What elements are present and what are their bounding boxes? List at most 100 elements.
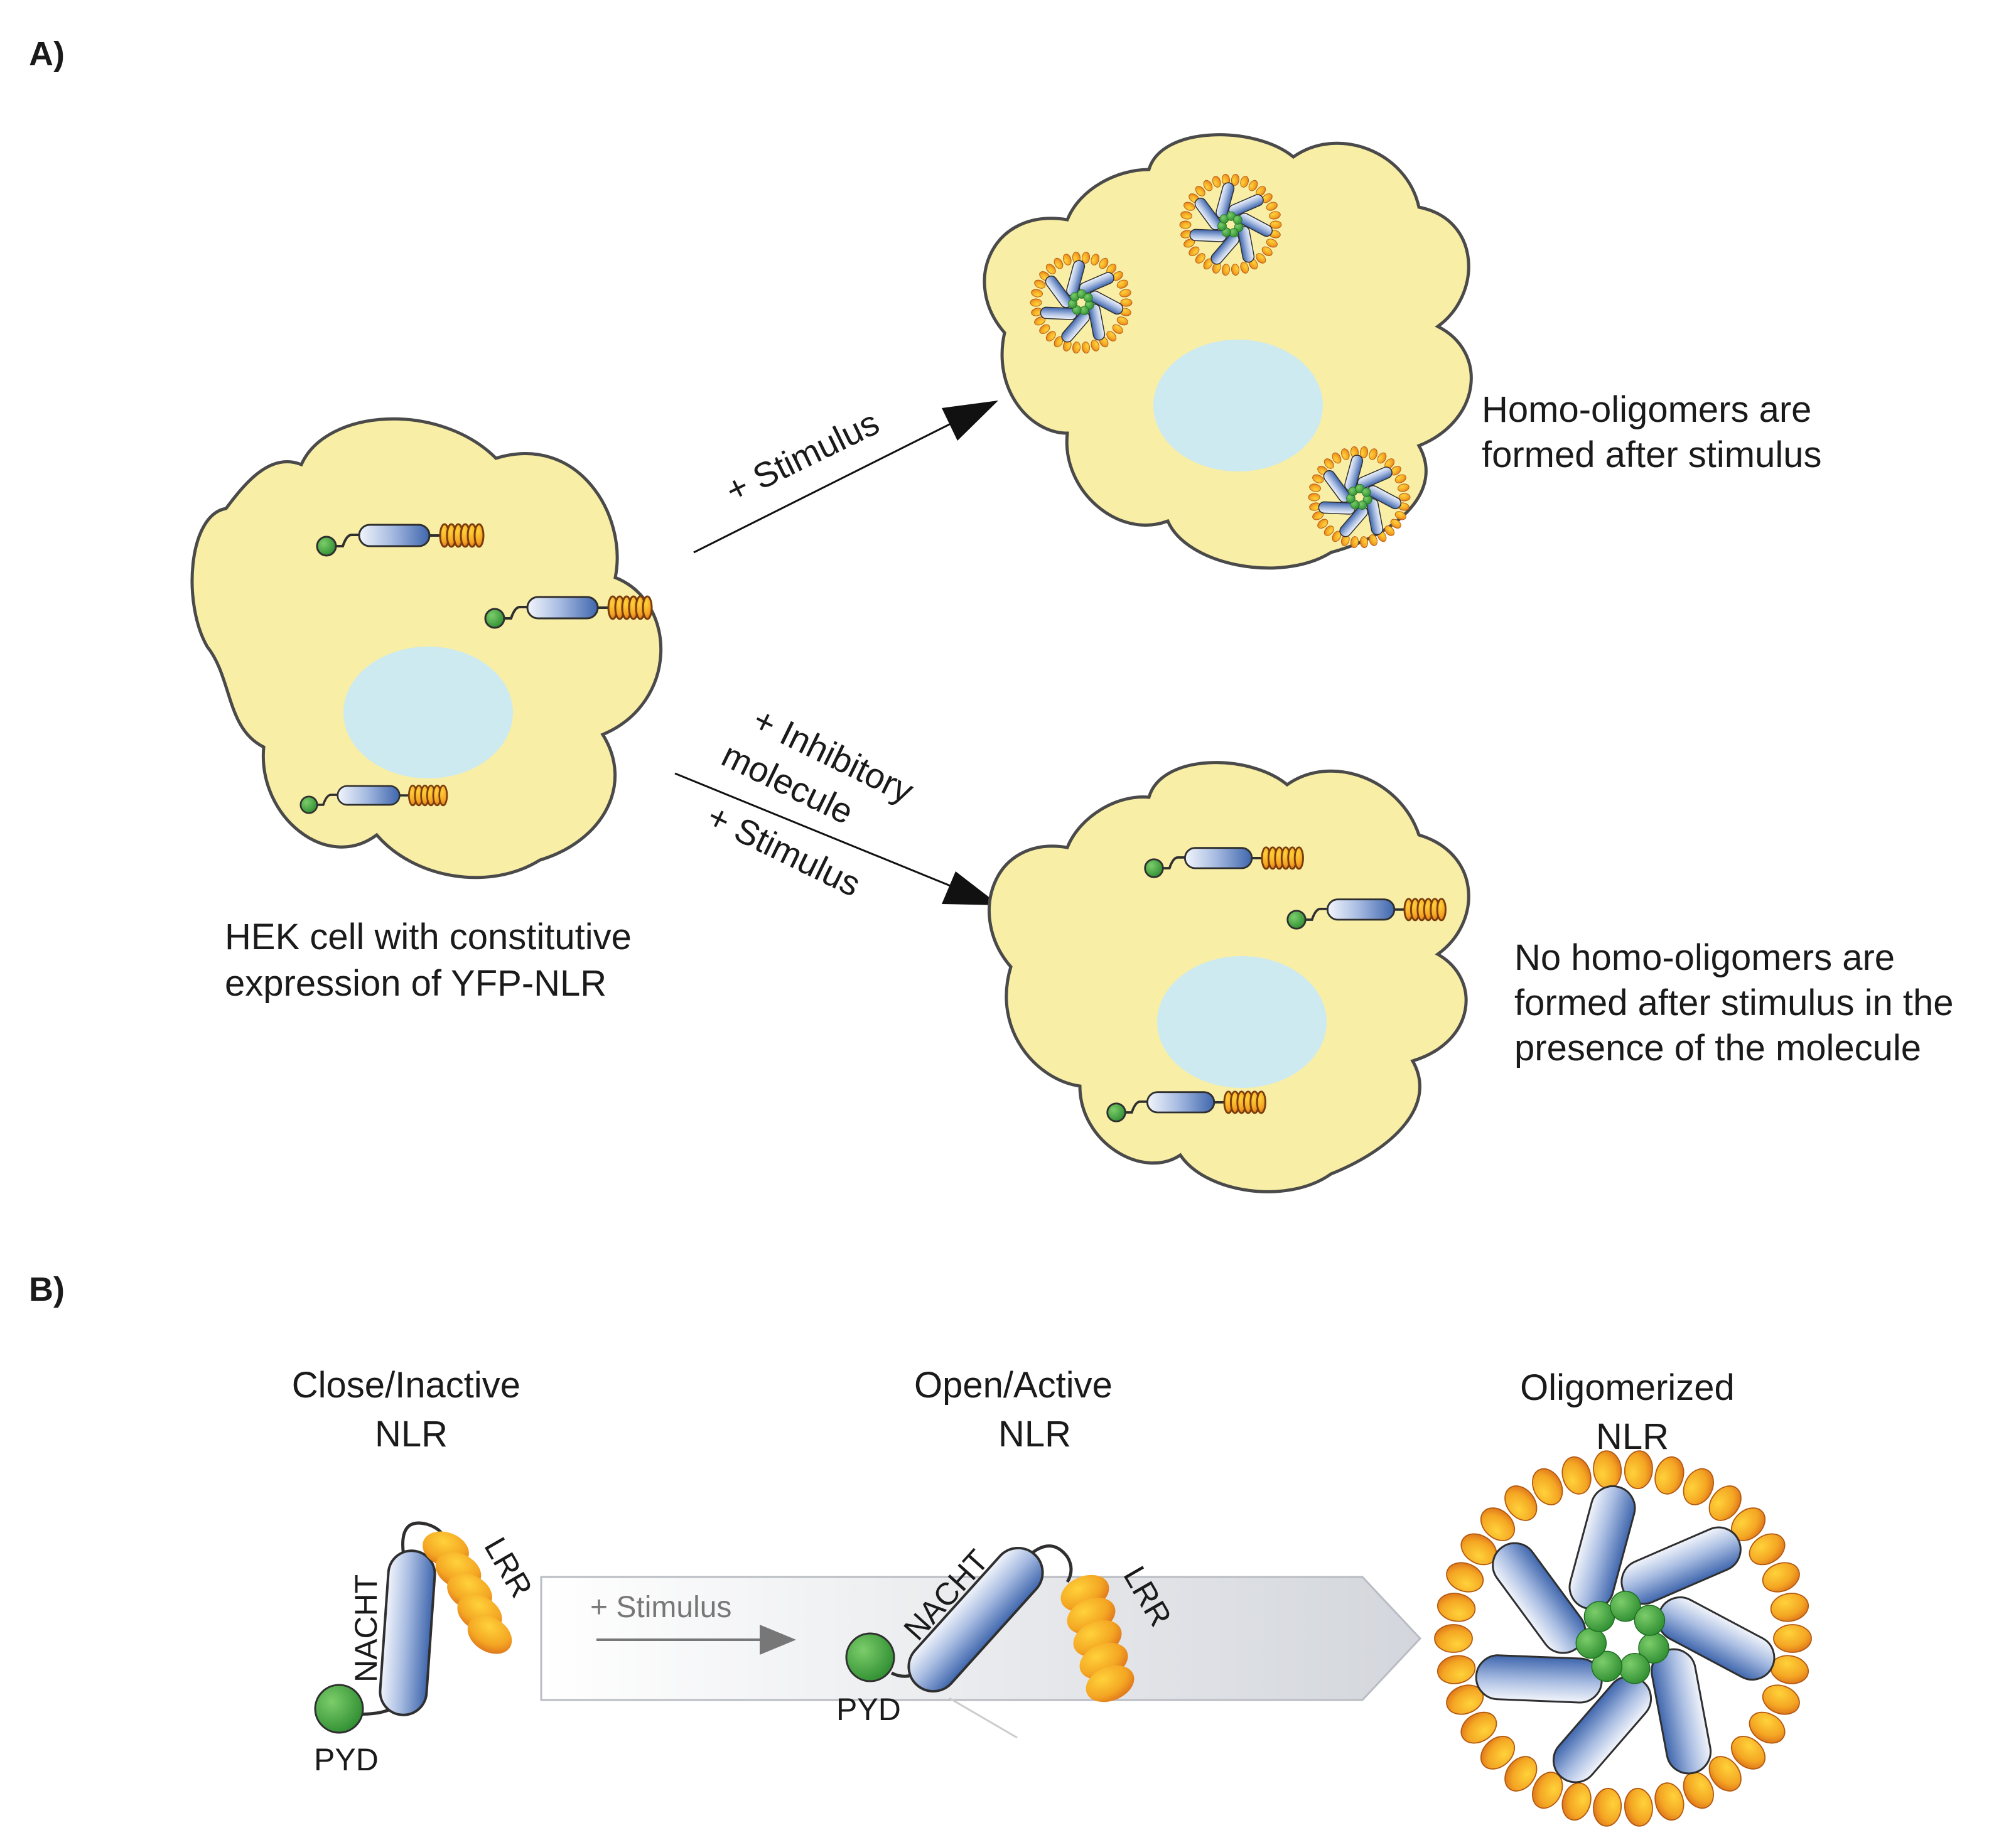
lrr-leaf [1398,493,1411,502]
stimulated-caption: Homo-oligomers are formed after stimulus [1482,389,1822,475]
oligo-title-line: NLR [1596,1416,1669,1457]
pyd-dot [1610,1591,1641,1622]
lrr-leaf [467,1615,512,1654]
lrr-leaf [1323,525,1334,536]
resting-caption: HEK cell with constitutive expression of… [225,917,642,1004]
lrr-leaf [1654,1782,1684,1821]
mini-oligomer [1179,173,1282,276]
lrr-leaf [1437,1593,1476,1622]
mini-oligomer [1030,251,1133,354]
lrr-leaf [1180,211,1192,220]
closed-title-line: Close/Inactive [292,1365,520,1406]
lrr-leaf [1708,1756,1742,1792]
open-pyd-domain [845,1632,895,1682]
stimulus-arrow [693,402,994,554]
open-nlr-title: Open/Active NLR [914,1365,1123,1455]
lrr-leaf [1266,202,1278,211]
lrr-leaf [1120,298,1133,307]
closed-title-line: NLR [375,1414,448,1455]
open-lrr-domain [1060,1574,1135,1703]
lrr-leaf [1394,474,1406,483]
lrr-leaf [1112,324,1123,334]
lrr-leaf [1770,1593,1809,1622]
lrr-leaf [1031,289,1043,298]
nacht-capsule [1552,1676,1652,1784]
lrr-leaf [1106,331,1117,342]
nacht-capsule [1492,1542,1587,1654]
lrr-leaf [1212,176,1221,188]
lrr-leaf [1398,483,1410,492]
inhibited-hek-cell [988,761,1470,1193]
pyd-dot [1232,215,1242,225]
lrr-leaf [1183,202,1195,211]
lrr-leaf [1762,1684,1800,1715]
open-title-line: NLR [998,1414,1071,1455]
stimulus-arrowhead [942,401,998,441]
lrr-leaf [1504,1756,1538,1792]
lrr-leaf [1504,1485,1538,1521]
inhibited-caption-line: presence of the molecule [1514,1028,1921,1068]
pyd-dot [1575,1627,1607,1659]
lrr-leaf [1091,254,1099,266]
lrr-leaf [1082,342,1090,354]
lrr-leaf [1248,180,1258,191]
lrr-leaf [1332,452,1342,464]
closed-pyd-label: PYD [314,1742,379,1777]
nacht-capsule [1651,1648,1712,1775]
lrr-leaf [1269,211,1281,220]
pyd-dot [1619,1653,1651,1684]
stimulus-arrow-label: + Stimulus [720,402,885,510]
open-nacht-domain [907,1546,1044,1693]
inhibitor-arrowhead [942,871,1000,905]
closed-nlr-title: Close/Inactive NLR [292,1365,531,1455]
lrr-leaf [1360,446,1368,458]
lrr-leaf [1624,1450,1653,1490]
resting-hek-cell [190,417,662,880]
oligomerized-nlr-complex [1434,1450,1812,1827]
band-stimulus-label: + Stimulus [590,1591,731,1624]
lrr-leaf [1749,1711,1786,1744]
lrr-leaf [1437,1655,1476,1684]
lrr-leaf [1195,186,1205,196]
lrr-leaf [1446,1562,1484,1593]
stimulated-hek-cell [983,133,1473,570]
lrr-leaf [1460,1711,1497,1744]
stimulated-cell-nucleus [1153,340,1323,471]
pyd-dot [1361,487,1371,497]
stimulated-caption-line: Homo-oligomers are [1482,389,1811,430]
lrr-leaf [1269,220,1282,229]
lrr-leaf [1240,176,1249,188]
lrr-leaf [1086,1665,1135,1703]
lrr-leaf [1624,1787,1653,1827]
closed-pyd-domain [314,1684,364,1734]
closed-nacht-domain [379,1549,436,1716]
closed-nacht-label: NACHT [348,1574,384,1682]
inhibitor-arrow [674,772,983,900]
lrr-leaf [1762,1562,1800,1593]
panel-b-label: B) [29,1271,65,1308]
lrr-leaf [1377,452,1387,464]
lrr-leaf [1312,474,1324,483]
lrr-leaf [1317,519,1329,529]
lrr-leaf [1266,239,1278,248]
lrr-leaf [1480,1507,1516,1541]
lrr-leaf [1222,264,1230,276]
lrr-leaf [1394,511,1406,520]
nacht-capsule [1040,306,1078,320]
lrr-leaf [1195,253,1205,264]
inhibited-caption-line: No homo-oligomers are [1514,937,1895,978]
resting-cell-nucleus [343,647,513,778]
lrr-leaf [1369,534,1377,546]
lrr-leaf [1480,1736,1516,1770]
open-nlr-loop [1019,1544,1073,1583]
lrr-leaf [1091,340,1099,352]
pyd-dot [1083,293,1093,303]
lrr-leaf [1350,536,1359,549]
inhibited-cell-nucleus [1157,956,1327,1088]
lrr-leaf [1309,483,1321,492]
lrr-leaf [1531,1468,1563,1505]
lrr-leaf [1261,246,1273,256]
open-pyd-label: PYD [836,1692,901,1727]
band-small-arrowhead [760,1625,796,1655]
